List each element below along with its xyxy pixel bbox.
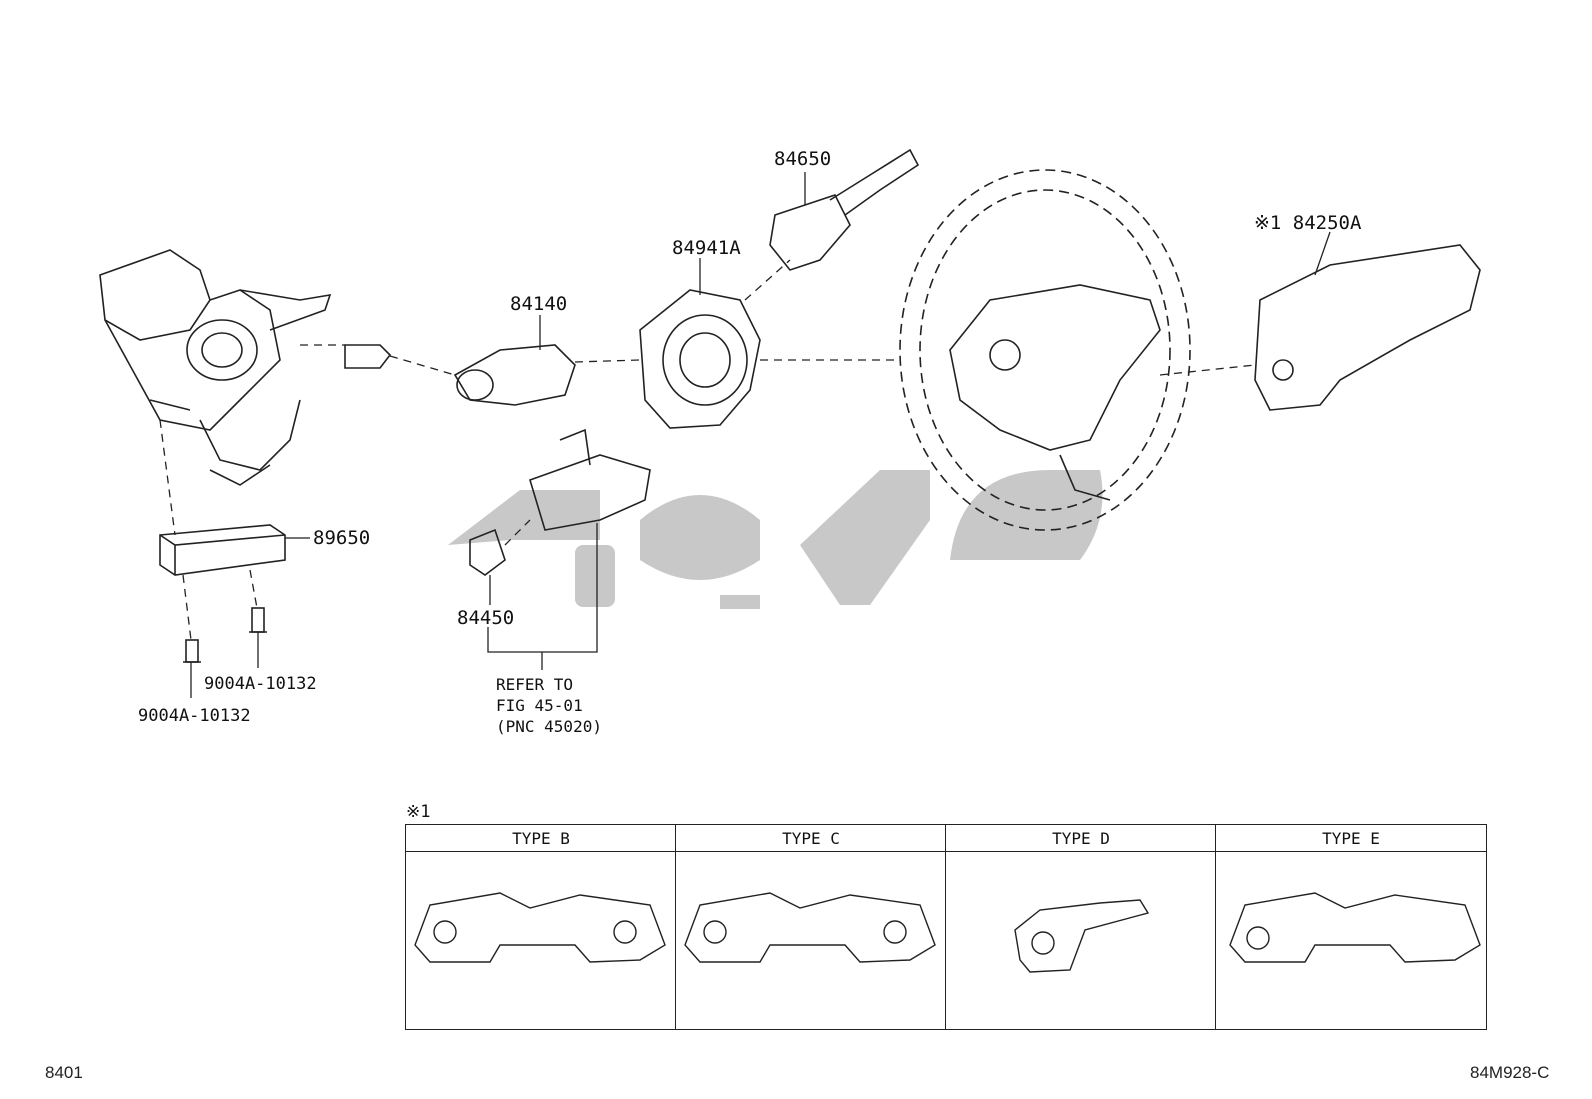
label-bolt-right: 9004A-10132 bbox=[204, 674, 317, 694]
label-84650: 84650 bbox=[774, 148, 832, 170]
label-bolt-left: 9004A-10132 bbox=[138, 706, 251, 726]
table-divider bbox=[945, 825, 946, 1029]
table-divider bbox=[675, 825, 676, 1029]
label-84140: 84140 bbox=[510, 293, 568, 315]
table-header-type-b: TYPE B bbox=[406, 825, 676, 852]
part-89650 bbox=[159, 524, 286, 576]
part-84941A bbox=[639, 289, 761, 429]
part-84250A bbox=[1254, 244, 1481, 411]
refer-note: REFER TO FIG 45-01 (PNC 45020) bbox=[496, 675, 602, 736]
table-divider bbox=[1215, 825, 1216, 1029]
steering-wheel bbox=[899, 169, 1191, 531]
component-drawings bbox=[99, 148, 1481, 663]
leader-lines bbox=[190, 172, 1331, 698]
table-header-type-d: TYPE D bbox=[946, 825, 1216, 852]
bolt-right bbox=[249, 607, 267, 633]
steering-wheel-hub bbox=[949, 284, 1161, 501]
footer-figure-code: 84M928-C bbox=[1470, 1063, 1550, 1082]
part-84140 bbox=[344, 344, 576, 406]
label-84250A: ※1 84250A bbox=[1254, 212, 1362, 234]
switch-types-table: TYPE B TYPE C TYPE D TYPE E bbox=[405, 824, 1487, 1030]
switch-type-sketches bbox=[414, 892, 1481, 973]
table-header-type-c: TYPE C bbox=[676, 825, 946, 852]
watermark-logo bbox=[448, 470, 1103, 609]
table-header-type-e: TYPE E bbox=[1216, 825, 1486, 852]
label-84450: 84450 bbox=[457, 607, 515, 629]
connection-lines bbox=[159, 259, 1256, 641]
label-89650: 89650 bbox=[313, 527, 371, 549]
part-84650 bbox=[769, 148, 920, 271]
bolt-left bbox=[183, 639, 201, 663]
steering-column bbox=[99, 249, 332, 486]
part-84450 bbox=[469, 428, 651, 576]
table-marker: ※1 bbox=[406, 802, 431, 822]
footer-page-code: 8401 bbox=[45, 1063, 83, 1082]
label-84941A: 84941A bbox=[672, 237, 741, 259]
